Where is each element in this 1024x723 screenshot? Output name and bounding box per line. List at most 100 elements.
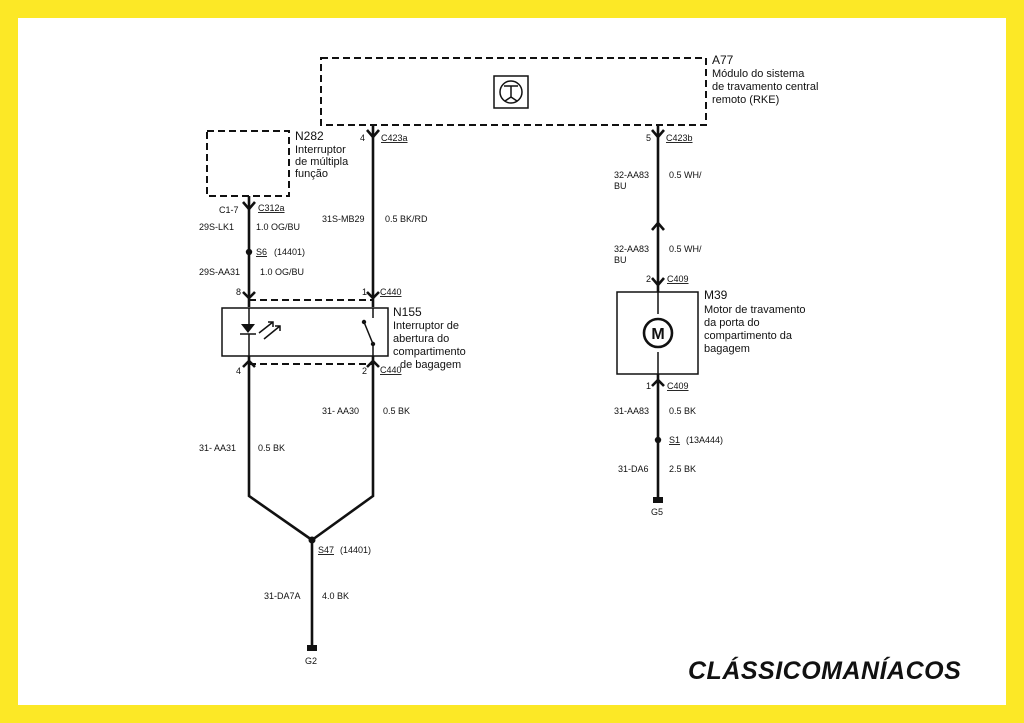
- splice-s1-name: S1: [669, 435, 680, 445]
- n155-id: N155: [393, 305, 422, 319]
- c409-bottom-name: C409: [667, 381, 689, 391]
- c409-bottom-pin: 1: [646, 381, 651, 391]
- wire-da7a-circuit: 31-DA7A: [264, 591, 301, 601]
- splice-s47-code: (14401): [340, 545, 371, 555]
- c423b-name: C423b: [666, 133, 693, 143]
- wire-right: 5 C423b 32-AA83 BU 0.5 WH/ 32-AA83 BU 0.…: [614, 125, 806, 517]
- n282-desc-line-3: função: [295, 168, 328, 180]
- splice-s6-code: (14401): [274, 247, 305, 257]
- c409-top-name: C409: [667, 274, 689, 284]
- c440-top-pin: 1: [362, 287, 367, 297]
- wire-aa83-b-circuit-1: 32-AA83: [614, 244, 649, 254]
- switch-n155-box: [221, 307, 389, 357]
- a77-desc-line-3: remoto (RKE): [712, 94, 779, 106]
- inline-connector-mark: [651, 221, 665, 231]
- transistor-icon-circle: [499, 80, 523, 104]
- wire-da7a-spec: 4.0 BK: [322, 591, 349, 601]
- connector-c423b-mark: [651, 129, 665, 139]
- wire-aa83-a-circuit-1: 32-AA83: [614, 170, 649, 180]
- switch-n155: N155 Interruptor de abertura do comparti…: [221, 305, 466, 371]
- led-icon: [241, 324, 255, 333]
- connector-c423a-mark: [366, 129, 380, 139]
- wire-da6-circuit: 31-DA6: [618, 464, 649, 474]
- wire-aa83-a-circuit-2: BU: [614, 181, 627, 191]
- wire-middle-upper: 4 C423a 31S-MB29 0.5 BK/RD 1 C440: [322, 125, 428, 307]
- wire-lower: 4 2 C440 31- AA30 0.5 BK 31- AA31 0.5 BK…: [199, 356, 410, 666]
- ground-g2-icon: [307, 645, 317, 651]
- c423b-pin: 5: [646, 133, 651, 143]
- n155-desc-line-2: abertura do: [393, 333, 449, 345]
- c423a-pin: 4: [360, 133, 365, 143]
- splice-s47-name: S47: [318, 545, 334, 555]
- module-a77-box: [320, 57, 707, 126]
- c312a-pin: C1-7: [219, 205, 239, 215]
- m39-desc-line-3: compartimento da: [704, 330, 793, 342]
- m39-desc-line-4: bagagem: [704, 343, 750, 355]
- wire-lk1-circuit: 29S-LK1: [199, 222, 234, 232]
- c440-left-pin: 8: [236, 287, 241, 297]
- c440-bottom-left-pin: 4: [236, 366, 241, 376]
- transistor-icon: [493, 75, 529, 109]
- motor-symbol: M: [651, 326, 664, 343]
- ground-g5-icon: [653, 497, 663, 503]
- n282-desc-line-1: Interruptor: [295, 144, 346, 156]
- switch-n282-box: [206, 130, 290, 197]
- c440-bottom-name: C440: [380, 365, 402, 375]
- wire-aa30-spec: 0.5 BK: [383, 406, 410, 416]
- splice-s1-dot: [654, 436, 662, 444]
- transistor-icon-lines: [504, 85, 518, 102]
- wire-aa30: [311, 356, 375, 542]
- wire-aa31-bottom-spec: 0.5 BK: [258, 443, 285, 453]
- a77-desc-line-1: Módulo do sistema: [712, 68, 805, 80]
- light-rays-icon: [258, 321, 281, 340]
- a77-id: A77: [712, 53, 734, 67]
- connector-c409-bottom-mark: [651, 378, 665, 387]
- wire-aa83-c-spec: 0.5 BK: [669, 406, 696, 416]
- wire-da6-spec: 2.5 BK: [669, 464, 696, 474]
- ground-g2-label: G2: [305, 656, 317, 666]
- c440-bottom-pin: 2: [362, 366, 367, 376]
- connector-c440-bottom-mark: [366, 359, 380, 368]
- wire-aa83-c-circuit: 31-AA83: [614, 406, 649, 416]
- connector-c440-left-mark: [242, 291, 256, 300]
- wire-aa83-b-circuit-2: BU: [614, 255, 627, 265]
- switch-blade-icon: [363, 321, 374, 345]
- diagram-panel: [18, 18, 1006, 705]
- wire-aa31-top-circuit: 29S-AA31: [199, 267, 240, 277]
- connector-c312a-mark: [242, 201, 256, 211]
- wire-aa83-b-spec: 0.5 WH/: [669, 244, 702, 254]
- splice-s1-code: (13A444): [686, 435, 723, 445]
- wire-aa30-circuit: 31- AA30: [322, 406, 359, 416]
- wire-aa31-bottom: [247, 356, 313, 542]
- wire-mb29-circuit: 31S-MB29: [322, 214, 365, 224]
- switch-n282: N282 Interruptor de múltipla função: [206, 129, 349, 197]
- wire-lk1-spec: 1.0 OG/BU: [256, 222, 300, 232]
- m39-desc-line-2: da porta do: [704, 317, 760, 329]
- connector-c440-top-mark: [366, 291, 380, 300]
- m39-id: M39: [704, 288, 728, 302]
- wire-left-upper: C1-7 C312a 29S-LK1 1.0 OG/BU S6 (14401) …: [199, 196, 305, 307]
- a77-desc-line-2: de travamento central: [712, 81, 818, 93]
- connector-c440-bl-mark: [242, 359, 256, 368]
- ground-g5-label: G5: [651, 507, 663, 517]
- wire-aa83-a-spec: 0.5 WH/: [669, 170, 702, 180]
- n155-desc-line-1: Interruptor de: [393, 320, 459, 332]
- wire-aa31-top-spec: 1.0 OG/BU: [260, 267, 304, 277]
- c312a-name: C312a: [258, 203, 285, 213]
- c423a-name: C423a: [381, 133, 408, 143]
- wire-aa31-bottom-circuit: 31- AA31: [199, 443, 236, 453]
- brand-logo-text: CLÁSSICOMANÍACOS: [688, 657, 962, 685]
- n155-desc-line-3: compartimento: [393, 346, 466, 358]
- wire-mb29-spec: 0.5 BK/RD: [385, 214, 428, 224]
- m39-desc-line-1: Motor de travamento: [704, 304, 806, 316]
- c440-top-name: C440: [380, 287, 402, 297]
- n282-id: N282: [295, 129, 324, 143]
- n282-desc-line-2: de múltipla: [295, 156, 349, 168]
- connector-c409-top-mark: [651, 277, 665, 287]
- splice-s6-name: S6: [256, 247, 267, 257]
- c409-top-pin: 2: [646, 274, 651, 284]
- motor-icon: [642, 317, 674, 349]
- n155-desc-line-4: de bagagem: [400, 359, 461, 371]
- module-a77: A77 Módulo do sistema de travamento cent…: [320, 53, 818, 126]
